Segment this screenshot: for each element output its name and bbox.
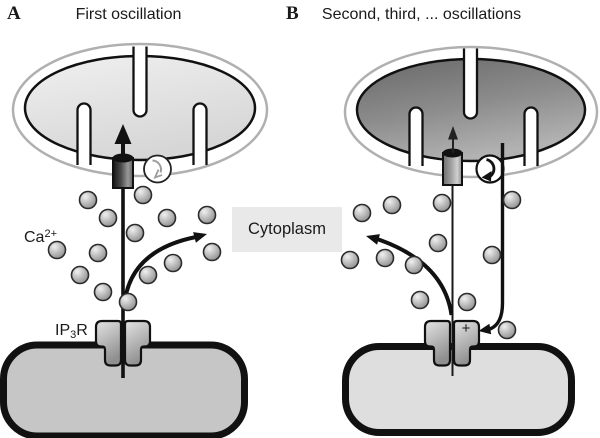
calcium-label-base: Ca	[24, 229, 45, 246]
ip3r-subunit-left-a	[94, 319, 123, 367]
ca-ion	[404, 255, 424, 275]
ip3r-receptor-b	[423, 319, 481, 367]
ip3r-subunit-left-b	[423, 319, 452, 367]
cytoplasm-label: Cytoplasm	[248, 220, 326, 238]
ca-ion	[432, 193, 452, 213]
ca-ion	[457, 292, 477, 312]
arrowhead-up-icon	[114, 124, 132, 144]
arrowhead-up-small-icon	[448, 126, 458, 140]
ca-ion	[497, 320, 517, 340]
ca-ion	[133, 185, 153, 205]
uptake-arrow-a	[114, 124, 132, 158]
crista-bottom-right-a	[192, 102, 208, 165]
panel-b-title: Second, third, ... oscillations	[321, 6, 522, 23]
ca-ion	[428, 233, 448, 253]
arrowhead-right-icon	[193, 232, 207, 243]
ca-ion	[502, 190, 522, 210]
ca-ion	[47, 240, 67, 260]
ca-ion	[118, 292, 138, 312]
ca-ions-a	[47, 185, 222, 312]
ca-ion	[163, 253, 183, 273]
ca-ion	[202, 242, 222, 262]
panel-a-letter: A	[7, 3, 21, 24]
ca-ion	[125, 223, 145, 243]
efflux-clock-icon-a	[143, 154, 172, 184]
ca-ion	[340, 250, 360, 270]
ca-ion	[352, 203, 372, 223]
cytoplasm-arrow-a	[122, 232, 207, 304]
ip3r-subunit-right-a	[123, 319, 152, 367]
ip3r-subunit-right-b	[452, 319, 481, 367]
clock-arrowhead-icon	[481, 171, 492, 182]
ip3r-label: IP3R	[55, 322, 88, 341]
panel-a-title: First oscillation	[75, 6, 182, 23]
crista-top-b	[462, 48, 479, 120]
ca-ion	[410, 290, 430, 310]
arrowhead-left-icon	[366, 234, 380, 245]
calcium-label: Ca2+	[24, 228, 57, 247]
ip3r-label-subscript: 3	[70, 329, 77, 341]
ca-ion	[138, 265, 158, 285]
efflux-clock-icon-b	[475, 154, 505, 184]
ca-ion	[98, 208, 118, 228]
ca-ion	[70, 265, 90, 285]
ca-ion	[93, 282, 113, 302]
cytoplasm-arrow-b	[366, 234, 454, 316]
mito-uptake-channel-b	[442, 148, 463, 186]
calcium-label-charge: 2+	[44, 228, 57, 240]
panel-b-letter: B	[286, 3, 299, 24]
ca-ion	[482, 245, 502, 265]
ip3r-label-suffix: R	[76, 322, 88, 339]
ca-ion	[375, 248, 395, 268]
crista-bottom-right-b	[523, 106, 539, 166]
ca-ion	[197, 205, 217, 225]
crista-bottom-left-a	[76, 102, 92, 165]
crista-top-a	[132, 46, 148, 118]
ca-ion	[78, 190, 98, 210]
cytoplasm-label-box: Cytoplasm	[232, 207, 342, 252]
panel-b-mitochondrion	[343, 45, 599, 179]
ca-ion	[88, 243, 108, 263]
mito-uptake-channel-a	[112, 153, 134, 189]
arrowhead-left-icon	[478, 323, 492, 335]
panel-a-mitochondrion	[11, 42, 269, 178]
ca-ions-b	[340, 190, 522, 340]
ca-ion	[157, 208, 177, 228]
ip3r-label-prefix: IP	[55, 322, 71, 339]
uptake-arrow-b	[448, 126, 458, 153]
ip3r-plus-sign: +	[461, 319, 471, 337]
crista-bottom-left-b	[408, 106, 424, 166]
ip3r-receptor-a	[94, 319, 152, 367]
efflux-feedback-arrow-b	[478, 143, 505, 335]
ca-ion	[382, 195, 402, 215]
